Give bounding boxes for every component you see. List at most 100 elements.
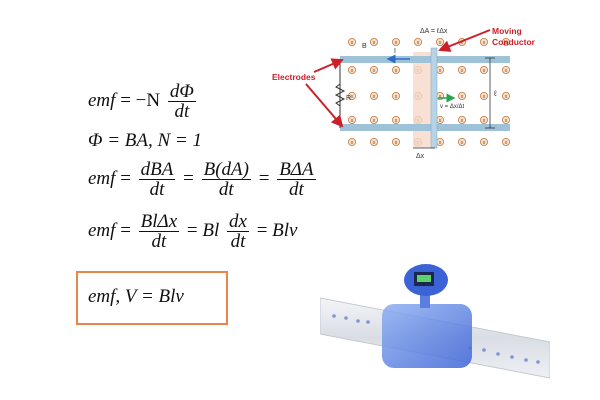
- field-marker-symbol: x: [351, 68, 354, 74]
- bottom-rail: [340, 124, 510, 131]
- field-marker-symbol: x: [373, 68, 376, 74]
- field-marker: [479, 116, 488, 125]
- field-marker-symbol: x: [351, 94, 354, 100]
- field-marker-symbol: x: [395, 94, 398, 100]
- eq4-fraction-1: BlΔx dt: [138, 211, 180, 252]
- field-marker: [348, 116, 357, 125]
- moving-conductor-label-1: Moving: [492, 26, 522, 36]
- field-marker-symbol: x: [461, 68, 464, 74]
- eq3-fraction-1: dBA dt: [138, 159, 176, 200]
- field-marker: [348, 66, 357, 75]
- field-marker: [501, 138, 510, 147]
- field-marker-symbol: x: [439, 40, 442, 46]
- field-marker-symbol: x: [505, 118, 508, 124]
- field-marker: [370, 116, 379, 125]
- equation-emf-velocity: emf = BlΔx dt = Bl dx dt = Blv: [88, 211, 298, 252]
- field-marker: [457, 138, 466, 147]
- eq1-fraction: dΦ dt: [167, 81, 196, 122]
- field-marker: [392, 116, 401, 125]
- field-marker: [501, 66, 510, 75]
- meter-neck: [420, 290, 430, 308]
- field-marker: [501, 116, 510, 125]
- field-marker-symbol: x: [439, 68, 442, 74]
- field-marker-symbol: x: [439, 118, 442, 124]
- magnetic-field-grid: xxxxxxxxxxxxxxxxxxxxxxxxxxxxxxxxxxxxxxxx: [348, 37, 510, 147]
- field-marker-symbol: x: [417, 40, 420, 46]
- field-marker: [370, 138, 379, 147]
- eq3-fraction-3: BΔA dt: [277, 159, 316, 200]
- field-marker-symbol: x: [373, 40, 376, 46]
- field-marker-symbol: x: [461, 118, 464, 124]
- field-marker-symbol: x: [439, 140, 442, 146]
- equation-flux: Φ = BA, N = 1: [88, 130, 202, 152]
- eq1-lhs: emf: [88, 89, 116, 111]
- field-marker: [479, 37, 488, 46]
- field-label: B: [362, 43, 367, 50]
- field-marker-symbol: x: [439, 94, 442, 100]
- field-marker: [457, 92, 466, 101]
- field-marker-symbol: x: [373, 140, 376, 146]
- velocity-label: v = Δx/Δt: [440, 104, 465, 110]
- resistor-symbol: [334, 83, 346, 107]
- eq4-fraction-2: dx dt: [227, 211, 249, 252]
- field-marker: [392, 138, 401, 147]
- moving-conductor-label-2: Conductor: [492, 37, 536, 47]
- field-marker-symbol: x: [351, 118, 354, 124]
- conductor-arrow: [438, 29, 491, 52]
- field-marker: [370, 92, 379, 101]
- equation-emf-area: emf = dBA dt = B(dA) dt = BΔA dt: [88, 159, 316, 200]
- eq1-sign: = −N: [120, 89, 161, 111]
- current-label: I: [394, 48, 396, 55]
- meter-body: [382, 304, 472, 368]
- field-marker-symbol: x: [461, 94, 464, 100]
- field-marker: [348, 138, 357, 147]
- electrode-arrow-top: [313, 58, 344, 73]
- length-label: ℓ: [493, 89, 497, 98]
- result-equation: emf, V = Blv: [88, 286, 184, 307]
- field-marker-symbol: x: [483, 140, 486, 146]
- delta-x-label: Δx: [416, 153, 425, 160]
- field-marker: [457, 116, 466, 125]
- electromagnetic-flowmeter-illustration: [320, 264, 550, 379]
- field-marker-symbol: x: [395, 40, 398, 46]
- field-marker: [413, 37, 422, 46]
- field-marker-symbol: x: [505, 94, 508, 100]
- field-marker-symbol: x: [483, 68, 486, 74]
- field-marker: [392, 92, 401, 101]
- resistor-label: R: [346, 95, 351, 102]
- delta-a-label: ΔA = ℓΔx: [420, 28, 448, 35]
- result-box: [76, 271, 228, 325]
- field-marker: [392, 37, 401, 46]
- field-marker-symbol: x: [483, 118, 486, 124]
- eq2-text: Φ = BA, N = 1: [88, 130, 202, 151]
- field-marker-symbol: x: [351, 140, 354, 146]
- field-marker: [479, 138, 488, 147]
- electrode-arrow-bottom: [305, 83, 344, 128]
- field-marker: [501, 92, 510, 101]
- field-marker-symbol: x: [483, 94, 486, 100]
- field-marker: [501, 37, 510, 46]
- electrodes-label: Electrodes: [272, 72, 316, 82]
- field-marker-symbol: x: [505, 140, 508, 146]
- field-marker-symbol: x: [461, 140, 464, 146]
- field-marker-symbol: x: [505, 68, 508, 74]
- field-marker: [370, 37, 379, 46]
- field-marker-symbol: x: [373, 118, 376, 124]
- field-marker-symbol: x: [373, 94, 376, 100]
- field-marker-symbol: x: [395, 140, 398, 146]
- field-marker: [348, 37, 357, 46]
- eq3-fraction-2: B(dA) dt: [201, 159, 251, 200]
- equation-emf-faraday: emf = −N dΦ dt: [88, 82, 199, 121]
- field-marker: [479, 92, 488, 101]
- field-marker-symbol: x: [395, 68, 398, 74]
- field-marker-symbol: x: [351, 40, 354, 46]
- moving-rod: [430, 47, 438, 149]
- field-marker-symbol: x: [505, 40, 508, 46]
- field-marker: [392, 66, 401, 75]
- field-marker: [479, 66, 488, 75]
- field-marker-symbol: x: [395, 118, 398, 124]
- field-marker: [370, 66, 379, 75]
- field-marker-symbol: x: [461, 40, 464, 46]
- field-marker-symbol: x: [483, 40, 486, 46]
- top-rail: [340, 56, 510, 63]
